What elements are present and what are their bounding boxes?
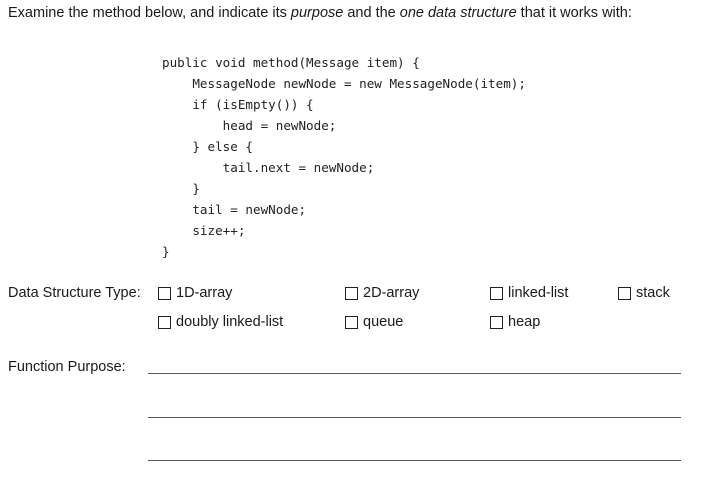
code-line: size++; <box>162 223 246 238</box>
code-line: tail = newNode; <box>162 202 307 217</box>
code-line: if (isEmpty()) { <box>162 97 314 112</box>
option-heap[interactable]: heap <box>490 314 540 330</box>
option-1d-array[interactable]: 1D-array <box>158 285 232 301</box>
option-queue[interactable]: queue <box>345 314 403 330</box>
prompt-text-3: that it works with: <box>516 5 632 21</box>
data-structure-type-label: Data Structure Type: <box>8 285 141 301</box>
option-label: 1D-array <box>176 285 233 301</box>
checkbox[interactable] <box>490 315 503 329</box>
checkbox[interactable] <box>158 315 171 329</box>
prompt-emphasis-purpose: purpose <box>290 5 344 21</box>
option-stack[interactable]: stack <box>618 285 670 301</box>
code-line: head = newNode; <box>162 118 337 133</box>
prompt-emphasis-data-structure: one data structure <box>399 5 517 21</box>
question-prompt: Examine the method below, and indicate i… <box>8 5 632 21</box>
answer-line[interactable] <box>148 417 681 418</box>
option-label: linked-list <box>508 285 569 301</box>
option-label: doubly linked-list <box>176 314 284 330</box>
checkbox[interactable] <box>618 286 631 300</box>
checkbox[interactable] <box>490 286 503 300</box>
checkbox[interactable] <box>158 286 171 300</box>
answer-line[interactable] <box>148 460 681 461</box>
answer-line[interactable] <box>148 373 681 374</box>
option-label: stack <box>636 285 670 301</box>
code-line: MessageNode newNode = new MessageNode(it… <box>162 76 526 91</box>
code-block: public void method(Message item) { Messa… <box>162 52 526 262</box>
code-line: tail.next = newNode; <box>162 160 375 175</box>
option-label: queue <box>363 314 404 330</box>
function-purpose-label: Function Purpose: <box>8 359 126 375</box>
code-line: } <box>162 244 170 259</box>
option-linked-list[interactable]: linked-list <box>490 285 568 301</box>
checkbox[interactable] <box>345 315 358 329</box>
option-label: heap <box>508 314 541 330</box>
option-2d-array[interactable]: 2D-array <box>345 285 419 301</box>
prompt-text-1: Examine the method below, and indicate i… <box>8 5 291 21</box>
option-doubly-linked-list[interactable]: doubly linked-list <box>158 314 283 330</box>
checkbox[interactable] <box>345 286 358 300</box>
code-line: } <box>162 181 200 196</box>
code-line: } else { <box>162 139 253 154</box>
prompt-text-2: and the <box>343 5 400 21</box>
code-line: public void method(Message item) { <box>162 55 420 70</box>
option-label: 2D-array <box>363 285 420 301</box>
